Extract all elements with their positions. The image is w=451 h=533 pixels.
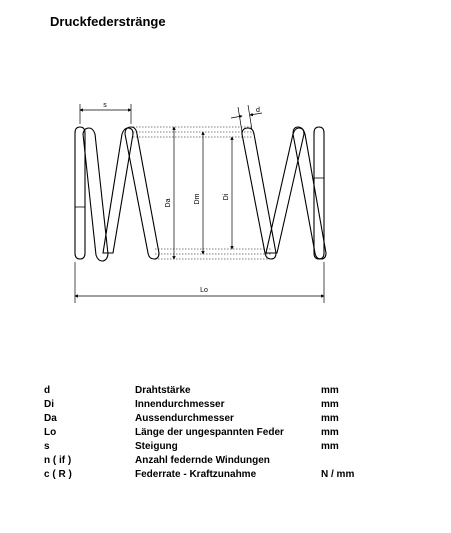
legend-description: Länge der ungespannten Feder — [135, 427, 284, 438]
label-di: Di — [223, 193, 230, 200]
legend-description: Aussendurchmesser — [135, 413, 234, 424]
legend-unit: mm — [321, 427, 339, 438]
legend-unit: mm — [321, 441, 339, 452]
spring-coil — [82, 127, 109, 262]
label-da: Da — [165, 198, 172, 207]
spring-coil — [292, 126, 327, 260]
diameter-guide-lines — [133, 126, 272, 260]
spring-coil — [265, 127, 305, 254]
spring-left-section — [74, 126, 160, 262]
page-title: Druckfederstränge — [50, 14, 166, 29]
spring-end-coil-right — [313, 126, 325, 260]
legend-unit: mm — [321, 399, 339, 410]
length-dimension — [74, 262, 325, 303]
legend-symbol: d — [44, 385, 51, 396]
legend-description: Steigung — [135, 441, 178, 452]
legend-symbol: c ( R ) — [44, 469, 72, 480]
legend-symbol: n ( if ) — [44, 455, 72, 466]
label-lo: Lo — [200, 287, 208, 294]
legend-description: Federrate - Kraftzunahme — [135, 469, 257, 480]
legend-description: Drahtstärke — [135, 385, 191, 396]
legend-unit: mm — [321, 413, 339, 424]
legend-unit: mm — [321, 385, 339, 396]
legend-unit: N / mm — [321, 469, 355, 480]
legend-symbol: Da — [44, 413, 57, 424]
pitch-dimension — [79, 104, 132, 124]
legend-symbol: Lo — [44, 427, 57, 438]
label-s: s — [103, 102, 107, 109]
legend-description: Innendurchmesser — [135, 399, 225, 410]
label-d: d — [256, 107, 260, 114]
spring-coil — [102, 127, 134, 254]
diameter-dimensions — [172, 126, 234, 260]
spring-end-coil-left — [74, 126, 86, 260]
spring-coil — [241, 127, 277, 260]
legend-description: Anzahl federnde Windungen — [135, 455, 270, 466]
wire-diameter-dimension — [230, 104, 263, 133]
spring-right-section — [241, 126, 327, 260]
spring-coil — [124, 126, 160, 260]
label-dm: Dm — [194, 193, 201, 204]
legend-symbol: s — [44, 441, 50, 452]
legend-symbol: Di — [44, 399, 54, 410]
spring-diagram: Da Dm Di s d Lo — [74, 102, 327, 303]
